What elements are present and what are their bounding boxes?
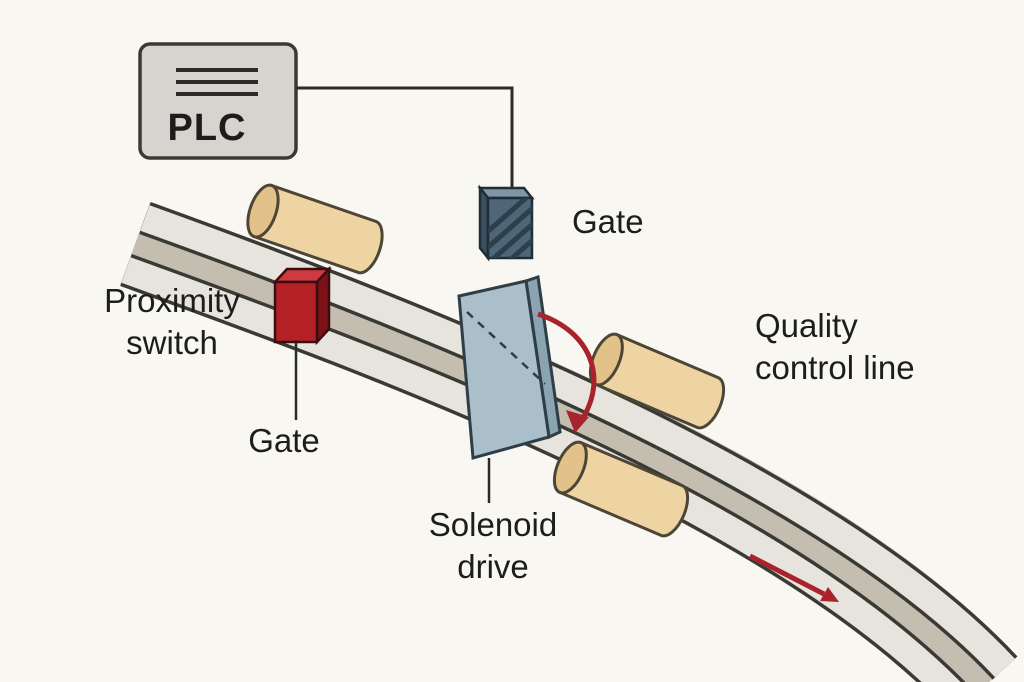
- gate-hinge-dashed-line: [466, 311, 546, 385]
- flow-direction-arrow: [748, 553, 839, 602]
- divert-arrow-head: [566, 410, 589, 433]
- roller-end-cap: [552, 440, 588, 495]
- roller-body: [557, 440, 690, 538]
- solenoid-label-line2: drive: [457, 548, 529, 585]
- product-roller-1: [246, 183, 384, 275]
- conveyor-upper-rail: [140, 205, 1015, 678]
- gate-block-hatching: [488, 198, 532, 258]
- gate-block: [477, 184, 535, 262]
- flow-arrow-shaft: [748, 553, 826, 597]
- product-roller-3: [552, 440, 690, 538]
- quality-control-label-line2: control line: [755, 349, 915, 386]
- solenoid-gate-plate: [457, 275, 562, 460]
- proximity-switch: [272, 265, 332, 346]
- plc-box: [138, 42, 298, 160]
- quality-control-label-line1: Quality: [755, 307, 858, 344]
- conveyor-gap-strip: [120, 202, 1018, 682]
- gate-bottom-label: Gate: [248, 422, 320, 459]
- proximity-switch-label-line2: switch: [126, 324, 218, 361]
- plc-label: PLC: [168, 107, 247, 149]
- plc-display-lines-icon: [176, 68, 258, 96]
- proximity-switch-side-face: [315, 265, 331, 346]
- roller-body: [593, 332, 726, 430]
- divert-arrow: [537, 311, 597, 433]
- gate-top-label: Gate: [572, 203, 644, 240]
- product-roller-2: [588, 332, 726, 430]
- divert-arrow-curve: [537, 311, 597, 418]
- roller-body: [252, 183, 384, 275]
- roller-end-cap: [246, 183, 280, 239]
- solenoid-label-line1: Solenoid: [429, 506, 557, 543]
- control-wire: [296, 86, 514, 190]
- plc-controller: PLC: [138, 42, 298, 160]
- proximity-switch-front-face: [273, 280, 319, 344]
- proximity-switch-label-line1: Proximity: [104, 282, 240, 319]
- flow-arrow-head: [820, 587, 839, 602]
